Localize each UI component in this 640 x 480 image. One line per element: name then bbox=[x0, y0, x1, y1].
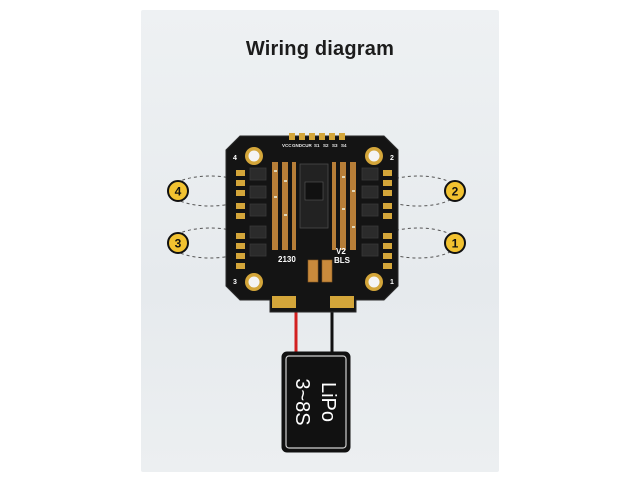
motor-markers: 4 2 3 1 bbox=[167, 180, 466, 254]
filter-capacitors bbox=[307, 259, 333, 283]
board-version-text: V2 bbox=[336, 247, 346, 256]
battery-cell-count-text: 3~8S bbox=[291, 378, 313, 425]
header-label-s2: S2 bbox=[323, 143, 329, 148]
diagram-title: Wiring diagram bbox=[245, 38, 395, 60]
header-label-s4: S4 bbox=[341, 143, 347, 148]
corner-label-4: 4 bbox=[233, 155, 237, 162]
signal-header-pads bbox=[289, 133, 345, 140]
motor-1-marker bbox=[444, 232, 466, 254]
board-firmware-text: BLS bbox=[334, 256, 351, 265]
esc-board: VCC GND CUR S1 S2 S3 S4 4 2 3 1 bbox=[225, 133, 399, 313]
header-label-s3: S3 bbox=[332, 143, 338, 148]
motor-4-marker bbox=[167, 180, 189, 202]
corner-label-2: 2 bbox=[390, 155, 394, 162]
battery-type-text: LiPo bbox=[317, 382, 339, 422]
board-model-text: 2130 bbox=[278, 255, 296, 264]
corner-label-3: 3 bbox=[233, 279, 237, 286]
mounting-holes bbox=[245, 147, 383, 291]
motor-1-number: 1 bbox=[452, 237, 459, 251]
header-label-vcc: VCC bbox=[282, 143, 292, 148]
copper-traces bbox=[272, 162, 356, 250]
corner-label-1: 1 bbox=[390, 279, 394, 286]
mcu-chip bbox=[299, 163, 329, 229]
motor-3-marker bbox=[167, 232, 189, 254]
header-label-gnd: GND bbox=[292, 143, 303, 148]
passive-components bbox=[274, 170, 355, 228]
header-label-cur: CUR bbox=[302, 143, 312, 148]
mosfets bbox=[249, 167, 379, 257]
motor-3-number: 3 bbox=[175, 237, 182, 251]
lipo-battery: LiPo 3~8S bbox=[281, 351, 351, 453]
motor-2-marker bbox=[444, 180, 466, 202]
motor-pads bbox=[236, 170, 392, 269]
motor-2-number: 2 bbox=[452, 185, 459, 199]
header-label-s1: S1 bbox=[314, 143, 320, 148]
motor-4-number: 4 bbox=[175, 185, 182, 199]
battery-pads bbox=[272, 296, 354, 308]
